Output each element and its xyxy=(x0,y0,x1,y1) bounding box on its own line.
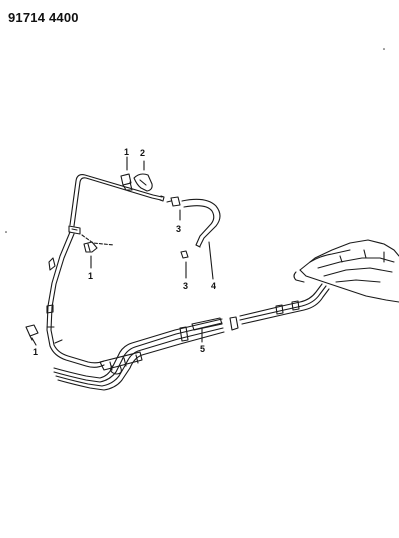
grommet-icon xyxy=(166,196,181,207)
fuel-line-junction xyxy=(99,351,143,375)
callout-label: 1 xyxy=(88,271,93,281)
bolt-icon xyxy=(25,324,39,341)
clamp-icon xyxy=(133,173,153,192)
callout-label: 2 xyxy=(140,148,145,158)
line-clip-upper xyxy=(68,225,81,235)
diagram-code: 91714 4400 xyxy=(8,10,79,25)
vent-hose xyxy=(181,198,221,248)
fuel-line-left-bundle xyxy=(46,231,105,368)
line-clip-lower xyxy=(179,316,239,342)
vent-line-upper xyxy=(69,174,165,227)
fuel-line-main-run xyxy=(53,318,225,391)
bolt-icon xyxy=(120,173,133,191)
callout-label: 4 xyxy=(211,281,216,291)
callout-label: 3 xyxy=(183,281,188,291)
fuel-line-right xyxy=(239,283,330,325)
callout-label: 5 xyxy=(200,344,205,354)
callout-label: 1 xyxy=(33,347,38,357)
speck xyxy=(5,231,7,233)
bolt-icon xyxy=(83,241,98,253)
leader-lines xyxy=(31,156,214,346)
callout-label: 3 xyxy=(176,224,181,234)
fuel-tank xyxy=(293,239,399,303)
callout-label: 1 xyxy=(124,147,129,157)
speck xyxy=(383,48,385,50)
leader-dashed xyxy=(81,234,115,246)
grommet-icon xyxy=(180,250,189,259)
